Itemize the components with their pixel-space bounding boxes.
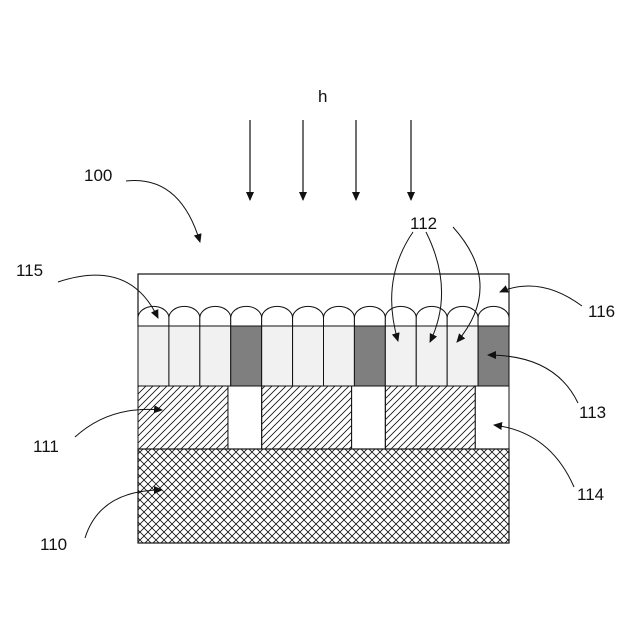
- microlens: [416, 306, 447, 326]
- color-filter: [324, 326, 355, 386]
- microlens-array: [138, 306, 509, 326]
- incident-light-arrows: [250, 120, 411, 200]
- microlens: [354, 306, 385, 326]
- microlens: [169, 306, 200, 326]
- color-filter: [169, 326, 200, 386]
- light-label: h: [318, 87, 327, 106]
- microlens: [231, 306, 262, 326]
- spacer-region: [352, 386, 386, 449]
- color-filter: [416, 326, 447, 386]
- photodiode-region: [138, 386, 228, 449]
- color-filter-row: [138, 326, 509, 386]
- microlens: [200, 306, 231, 326]
- microlens: [262, 306, 293, 326]
- dark-filter: [354, 326, 385, 386]
- microlens: [324, 306, 355, 326]
- color-filter: [262, 326, 293, 386]
- microlens: [478, 306, 509, 326]
- photodiode-region: [262, 386, 352, 449]
- label-116: 116: [588, 302, 615, 321]
- spacer-region: [228, 386, 262, 449]
- leader-116: [500, 286, 582, 306]
- label-114: 114: [577, 485, 604, 504]
- label-112: 112: [410, 214, 437, 233]
- microlens: [293, 306, 324, 326]
- label-100: 100: [84, 166, 112, 185]
- label-110: 110: [40, 535, 67, 554]
- color-filter: [385, 326, 416, 386]
- color-filter: [138, 326, 169, 386]
- label-111: 111: [33, 437, 59, 456]
- photodiode-layer: [138, 386, 509, 449]
- color-filter: [293, 326, 324, 386]
- dark-filter: [231, 326, 262, 386]
- photodiode-region: [385, 386, 475, 449]
- substrate-layer: [138, 449, 509, 543]
- spacer-region: [475, 386, 509, 449]
- label-115: 115: [16, 261, 43, 280]
- color-filter: [200, 326, 231, 386]
- label-113: 113: [579, 403, 606, 422]
- leader-100: [126, 181, 200, 242]
- microlens: [385, 306, 416, 326]
